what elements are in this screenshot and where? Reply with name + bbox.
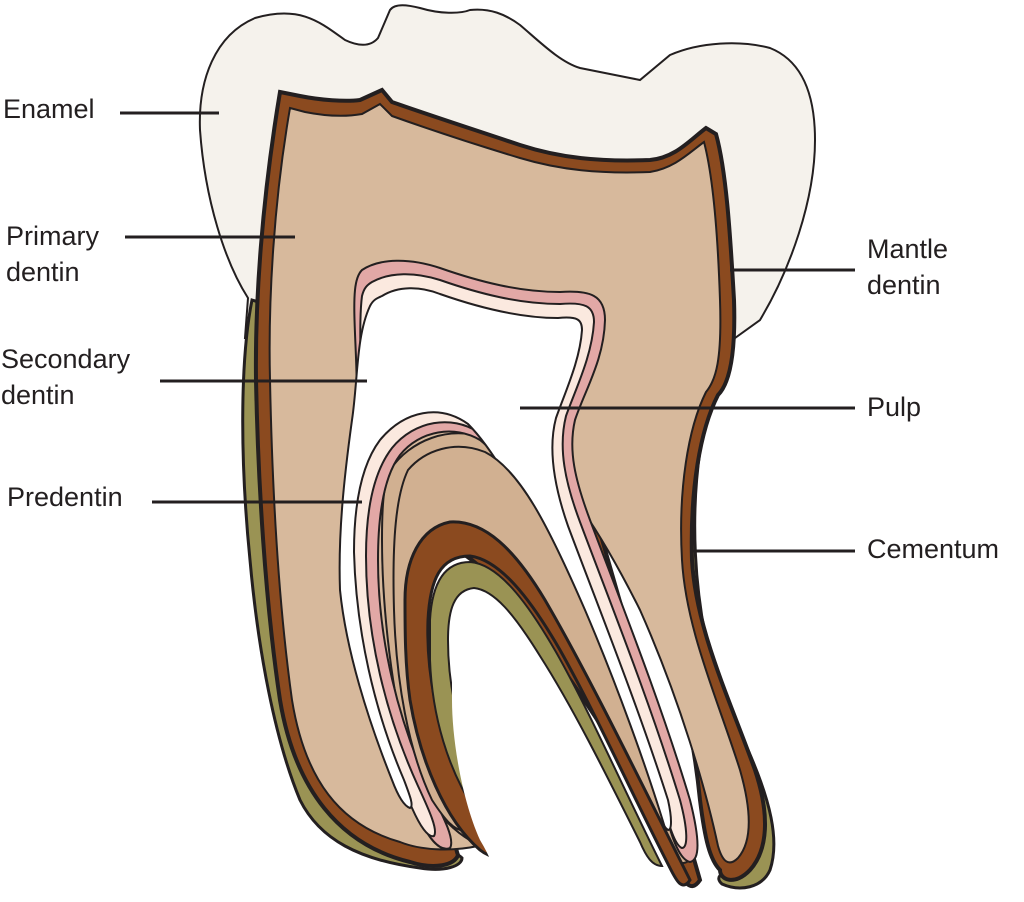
label-line: Predentin	[7, 482, 123, 512]
label-predentin: Predentin	[7, 479, 123, 515]
label-pulp: Pulp	[867, 389, 921, 425]
label-line: Cementum	[867, 534, 1000, 564]
label-primary-dentin: Primary dentin	[6, 218, 99, 290]
label-line: Mantle	[867, 234, 949, 264]
label-line: dentin	[6, 257, 80, 287]
leader-lines	[120, 111, 855, 553]
label-line: Enamel	[3, 94, 95, 124]
label-line: dentin	[867, 270, 941, 300]
label-line: Secondary	[1, 344, 131, 374]
furcation-space	[452, 596, 660, 902]
label-line: dentin	[1, 380, 75, 410]
label-line: Pulp	[867, 392, 922, 422]
label-mantle-dentin: Mantle dentin	[867, 231, 948, 303]
furcation-arch	[403, 520, 692, 887]
label-cementum: Cementum	[867, 531, 999, 567]
label-secondary-dentin: Secondary dentin	[1, 341, 130, 413]
label-line: Primary	[6, 221, 99, 251]
label-enamel: Enamel	[3, 91, 95, 127]
